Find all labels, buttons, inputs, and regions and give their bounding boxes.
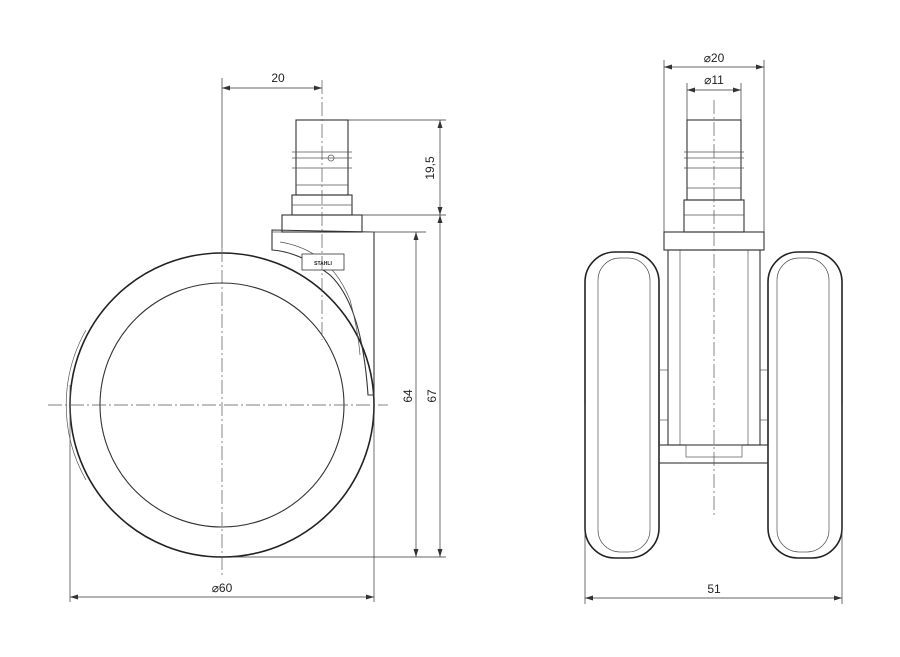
dim-19-5-label: 19,5	[423, 156, 437, 180]
dim-64-arrow-top	[413, 232, 419, 240]
dim-19-5-arrow-top	[437, 120, 443, 128]
front-wheel-left-inner	[597, 257, 651, 553]
dim-20-arrow-right	[314, 85, 322, 91]
front-wheel-left	[584, 251, 660, 559]
dim-67-arrow-bottom	[437, 549, 443, 557]
side-housing	[271, 229, 375, 396]
front-wheel-right	[767, 251, 843, 559]
side-logo-badge	[301, 253, 345, 271]
dim-d11-arrow-left	[687, 87, 695, 93]
front-view: ⌀20 ⌀11 51	[584, 51, 843, 604]
side-stem-pin	[327, 154, 335, 162]
dim-d11-label: ⌀11	[704, 73, 724, 87]
dim-51-arrow-left	[585, 595, 593, 601]
dim-67-arrow-top	[437, 215, 443, 223]
dim-60-arrow-left	[70, 594, 78, 600]
dim-d20-arrow-left	[664, 64, 672, 70]
front-axle-hub	[658, 444, 769, 464]
side-view: STAHLI 20 19,5 64 67	[48, 71, 446, 602]
dim-20-label: 20	[271, 71, 285, 85]
dim-67-label: 67	[425, 389, 439, 403]
dim-19-5-arrow-bottom	[437, 207, 443, 215]
dim-64-label: 64	[401, 389, 415, 403]
dim-51-arrow-right	[834, 595, 842, 601]
dim-64-arrow-bottom	[413, 549, 419, 557]
dim-d20-arrow-right	[756, 64, 764, 70]
dim-20-arrow-left	[222, 85, 230, 91]
dim-60-arrow-right	[366, 594, 374, 600]
dim-60-label: ⌀60	[212, 581, 233, 595]
side-housing-inner-curve	[279, 241, 361, 356]
dim-d20-label: ⌀20	[704, 51, 725, 65]
dim-51-label: 51	[707, 582, 721, 596]
side-logo-text: STAHLI	[314, 261, 332, 267]
front-wheel-right-inner	[776, 257, 830, 553]
dim-d11-arrow-right	[733, 87, 741, 93]
